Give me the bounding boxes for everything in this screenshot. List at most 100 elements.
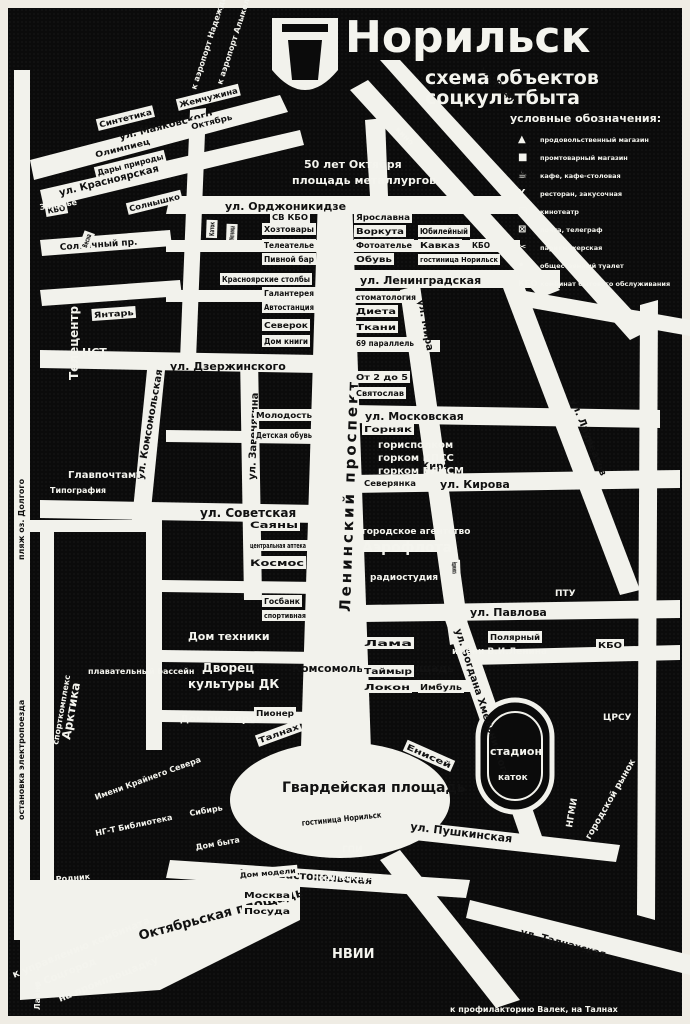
plaque-yaroslavna: Ярославна	[354, 211, 412, 223]
plaque-text: Юбилейный	[420, 226, 468, 236]
plaque-text: Янтарь	[94, 308, 135, 320]
ispolkom-label-2: горком КПСС	[378, 453, 454, 464]
plaque-text: спортивная	[264, 612, 306, 620]
gpi-label: ГПИ	[342, 845, 363, 855]
map-title-block: Норильск схема объектов соцкультбыта	[272, 12, 599, 109]
plaque-pivnoy: Пивной бар	[262, 253, 316, 265]
plaque-stomatologiya: стоматология	[354, 291, 418, 303]
map-title: Норильск	[345, 12, 591, 63]
street-pavlova: ул. Павлова	[470, 606, 547, 619]
aeroflot-label-2: Аэрофлота	[362, 540, 452, 556]
plaque-dom-modeley: Дом модели	[237, 864, 299, 881]
plaque-text: Лама	[364, 639, 412, 648]
plaque-molodost: Молодость	[254, 409, 314, 421]
dvorets-label-1: Дворец	[202, 661, 254, 675]
plaque-severyanka: Северянка	[362, 477, 418, 489]
plaque-obuv: Обувь	[354, 253, 394, 265]
plaque-text: Детская обувь	[256, 430, 312, 440]
legend: условные обозначения: ▲ продовольственный…	[510, 112, 670, 288]
legend-symbol: ⊠	[518, 224, 526, 235]
street-leningradskaya: ул. Ленинградская	[360, 274, 481, 287]
plaque-text: Локон	[364, 683, 410, 692]
plaque-katok-top: Каток	[206, 219, 218, 239]
pool-label: плавательный бассейн	[88, 666, 194, 676]
plaque-kosmos: Космос	[248, 556, 306, 569]
gvardeiskaya-line1: Гвардейская площадь	[282, 780, 466, 796]
plaque-text: Северок	[264, 321, 309, 330]
legend-heading: условные обозначения:	[510, 112, 661, 125]
stadium-area	[475, 697, 555, 815]
plaque-text: 69 параллель	[356, 339, 414, 348]
plaque-text: Ярославна	[356, 213, 410, 222]
plaque-lama: Лама	[362, 637, 414, 649]
legend-label: почта, телеграф	[540, 226, 603, 234]
ptu-label: ПТУ	[555, 589, 576, 599]
street-kirova: ул. Кирова	[440, 478, 510, 491]
plaque-sportivnaya: спортивная	[262, 610, 308, 621]
plaque-text: КБО	[472, 241, 490, 250]
plaque-text: КБО	[598, 641, 622, 650]
legend-label: комбинат бытового обслуживания	[540, 280, 670, 288]
50let-label: 50 лет Октября	[304, 158, 402, 171]
metallurgov-square-label: площадь металлургов	[292, 174, 436, 187]
plaque-text: Хозтовары	[264, 225, 314, 234]
legend-symbol: ■	[518, 152, 527, 163]
plaque-text: Ткани	[356, 323, 396, 332]
legend-label: продовольственный магазин	[540, 136, 649, 144]
plaque-ot2do5: От 2 до 5	[354, 371, 410, 383]
normalnyproekt-label: Норильскпроект	[312, 873, 389, 882]
plaque-text: Москва	[244, 891, 290, 900]
plaque-gornyak: Горняк	[362, 423, 414, 435]
plaque-kbo-right: КБО	[470, 239, 492, 251]
plaque-text: Посуда	[244, 907, 290, 916]
plaque-text: Каток	[208, 222, 216, 236]
plaque-imbul: Имбуль	[418, 681, 464, 693]
plaque-posuda: Посуда	[242, 905, 292, 917]
legend-label: общественный туалет	[540, 262, 624, 270]
plaque-pioner: Пионер	[254, 707, 296, 719]
plaque-text: Красноярские столбы	[222, 274, 310, 284]
plaque-text: стоматология	[356, 293, 416, 302]
plaque-text: Пивной бар	[264, 254, 314, 264]
plaque-text: Диета	[356, 307, 396, 316]
plaque-yubileyny: Юбилейный	[418, 225, 470, 237]
plaque-galantereya: Галантерея	[262, 287, 316, 299]
tipografiya-label: Типография	[50, 486, 106, 495]
radiostudiya-label: радиостудия	[370, 573, 438, 583]
plaque-nedvizhka: Недвижимость	[449, 559, 461, 577]
plaque-tkani: Ткани	[354, 321, 398, 333]
plaque-text: Кавказ	[420, 241, 460, 250]
street-dzerzhinskogo: ул. Дзержинского	[170, 360, 286, 373]
map-subtitle-1: схема объектов	[425, 67, 599, 89]
plaque-text: Галантерея	[264, 289, 314, 298]
plaque-text: Саяны	[250, 521, 298, 531]
lajna-label: Лайна	[33, 981, 42, 1010]
plaque-text: Святослав	[356, 389, 404, 398]
plaque-text: Фотоателье	[356, 241, 413, 250]
dom-tekhniki-label: Дом техники	[188, 630, 270, 643]
profilaktoriy-label: к профилакторию Валек, на Талнах	[450, 1005, 619, 1014]
map-subtitle-2: соцкультбыта	[425, 87, 580, 109]
plaque-vesna: Весна	[78, 230, 95, 252]
legend-label: кафе, кафе-столовая	[540, 172, 621, 180]
plaque-sayany: Саяны	[248, 518, 300, 531]
plaque-text: КБО	[47, 204, 66, 216]
plaque-text: гостиница Норильск	[420, 256, 498, 264]
legend-label: парикмахерская	[540, 244, 602, 252]
plaque-metelitsa: Метелица	[226, 223, 238, 243]
skating-rink-label: каток	[498, 773, 528, 783]
plaque-text: Имбуль	[420, 682, 462, 692]
plaque-lokon: Локон	[362, 681, 412, 693]
dom-pionerov-label: Дом пионеров	[180, 714, 262, 725]
plaque-text: Дом книги	[264, 337, 308, 346]
plaque-text: Телеателье	[264, 241, 315, 250]
legend-symbol: ▲	[518, 134, 526, 145]
gvardeiskaya-square-area	[230, 742, 450, 858]
street-moskovskaya: ул. Московская	[365, 410, 464, 423]
legend-symbol: ☕	[518, 170, 527, 181]
plaque-sever: Северок	[262, 319, 310, 331]
legend-label: промтоварный магазин	[540, 154, 628, 162]
street-kirova-2: ул. Кирова	[400, 461, 464, 473]
plaque-gostinitsa-n: гостиница Норильск	[418, 254, 500, 265]
plaque-text: Госбанк	[264, 596, 301, 606]
